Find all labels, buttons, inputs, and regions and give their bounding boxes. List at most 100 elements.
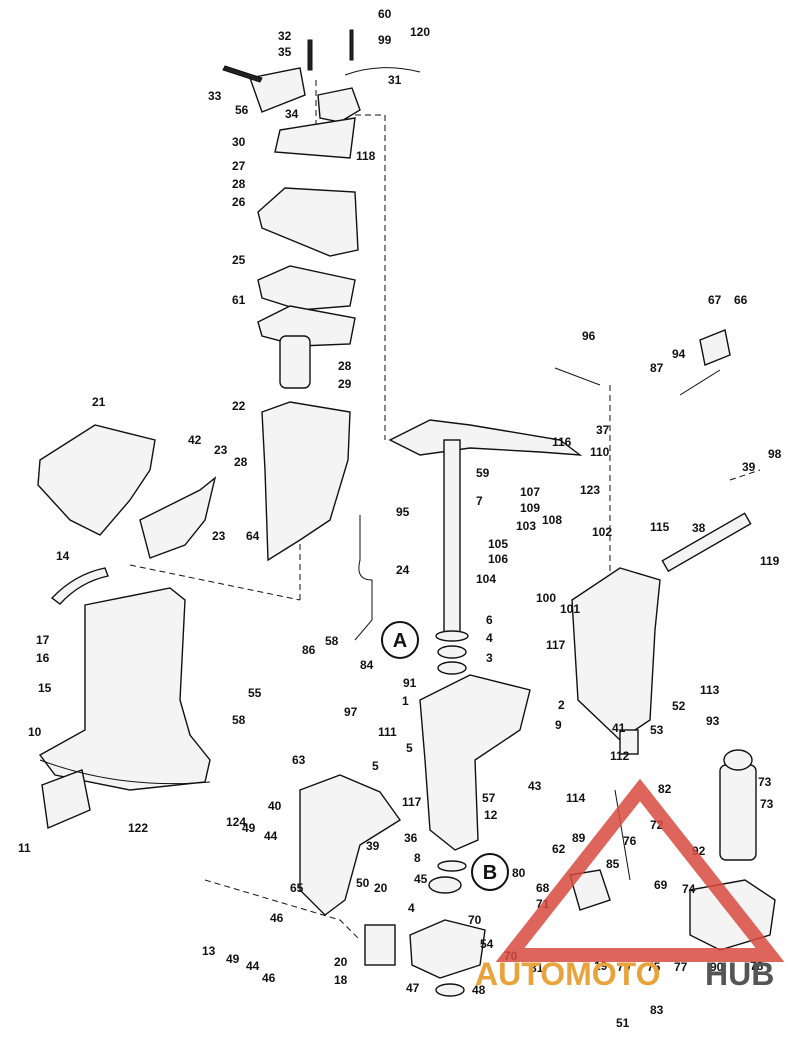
cover-plate-part — [41, 769, 91, 830]
exhaust-housing-part — [261, 401, 351, 562]
part-callout: 122 — [128, 821, 148, 835]
part-callout: 64 — [246, 529, 260, 543]
part-callout: 86 — [302, 643, 316, 657]
washer-part-2 — [437, 860, 467, 872]
part-callout: 90 — [710, 960, 724, 974]
part-callout: 43 — [528, 779, 542, 793]
exhaust-tube-part — [279, 335, 311, 389]
part-callout: 50 — [356, 876, 370, 890]
part-callout: 52 — [672, 699, 686, 713]
part-callout: 4 — [408, 901, 415, 915]
part-callout: 33 — [208, 89, 222, 103]
part-callout: 32 — [278, 29, 292, 43]
bearing-part — [428, 876, 462, 894]
hydraulic-cylinder-part — [719, 764, 757, 861]
part-callout: 12 — [484, 808, 498, 822]
part-callout: 7 — [476, 494, 483, 508]
part-callout: 116 — [552, 435, 572, 449]
part-callout: 77 — [674, 960, 688, 974]
part-callout: 66 — [734, 293, 748, 307]
part-callout: 84 — [360, 658, 374, 672]
part-callout: 11 — [18, 841, 31, 855]
cable-part-2 — [554, 367, 601, 386]
cylinder-eye-part — [723, 749, 753, 771]
part-callout: 107 — [520, 485, 540, 499]
part-callout: 61 — [232, 293, 246, 307]
support-pad-part — [50, 567, 109, 605]
part-callout: 100 — [536, 591, 556, 605]
part-callout: 114 — [566, 791, 586, 805]
tilt-tube-part — [661, 512, 752, 573]
part-callout: 49 — [226, 952, 240, 966]
part-callout: 73 — [760, 797, 774, 811]
part-callout: 63 — [292, 753, 306, 767]
part-callout: 65 — [290, 881, 304, 895]
side-cover-right-part — [139, 476, 217, 559]
part-callout: 40 — [268, 799, 282, 813]
part-callout: 48 — [472, 983, 486, 997]
seal-part — [437, 661, 467, 675]
seal-part-2 — [435, 983, 465, 997]
part-callout: 9 — [555, 718, 562, 732]
steering-arm-part — [388, 419, 583, 456]
exhaust-plate-part — [257, 265, 356, 311]
part-callout: 28 — [232, 177, 246, 191]
part-callout: 49 — [242, 821, 256, 835]
part-callout: 101 — [560, 602, 580, 616]
part-callout: 56 — [235, 103, 249, 117]
part-callout: 14 — [56, 549, 70, 563]
part-callout: 2 — [558, 698, 565, 712]
drive-shaft-part — [443, 439, 461, 641]
part-callout: 54 — [480, 937, 494, 951]
washer-part — [435, 630, 469, 642]
watermark: AUTOMOTO HUB — [475, 778, 785, 992]
adapter-part — [257, 187, 359, 257]
lower-housing-group — [38, 587, 211, 830]
part-callout: 104 — [476, 572, 496, 586]
part-callout: 51 — [616, 1016, 630, 1030]
clamp-block-part — [364, 924, 396, 966]
part-callout: 30 — [232, 135, 246, 149]
part-callout: 82 — [658, 782, 672, 796]
part-callout: 97 — [344, 705, 358, 719]
part-callout: 70 — [468, 913, 482, 927]
part-callout: 47 — [406, 981, 420, 995]
link-plate-part — [569, 869, 611, 911]
part-callout: 37 — [596, 423, 610, 437]
part-callout: 117 — [402, 795, 422, 809]
part-callout: 58 — [232, 713, 246, 727]
bolt-part-2 — [222, 65, 263, 83]
part-callout: 87 — [650, 361, 664, 375]
part-callout: 38 — [692, 521, 706, 535]
part-callout: 28 — [338, 359, 352, 373]
part-callout: 78 — [750, 959, 764, 973]
spring-part — [614, 789, 631, 881]
part-callout: 115 — [650, 520, 670, 534]
part-callout: 76 — [623, 834, 637, 848]
part-callout: 6 — [486, 613, 493, 627]
part-callout: 16 — [36, 651, 50, 665]
part-callout: 105 — [488, 537, 508, 551]
part-callout: 23 — [214, 443, 228, 457]
part-callout: 75 — [647, 960, 661, 974]
part-callout: 83 — [650, 1003, 664, 1017]
part-callout: 124 — [226, 815, 246, 829]
bushing-part — [437, 645, 467, 659]
part-callout: 103 — [516, 519, 536, 533]
part-callout: 98 — [768, 447, 782, 461]
part-callout: 110 — [590, 445, 610, 459]
part-callout: 21 — [92, 395, 106, 409]
part-callout: 59 — [476, 466, 490, 480]
part-callout: 18 — [334, 973, 348, 987]
lower-exhaust-housing-part — [38, 587, 211, 791]
part-callout: 85 — [606, 857, 620, 871]
svg-text:B: B — [483, 862, 497, 884]
part-callout: 42 — [188, 433, 202, 447]
part-callout: 13 — [202, 944, 216, 958]
part-callout: 60 — [378, 7, 392, 21]
watermark-text-right: HUB — [705, 956, 774, 992]
stern-bracket-left-part — [299, 774, 402, 916]
part-callout: 95 — [396, 505, 410, 519]
